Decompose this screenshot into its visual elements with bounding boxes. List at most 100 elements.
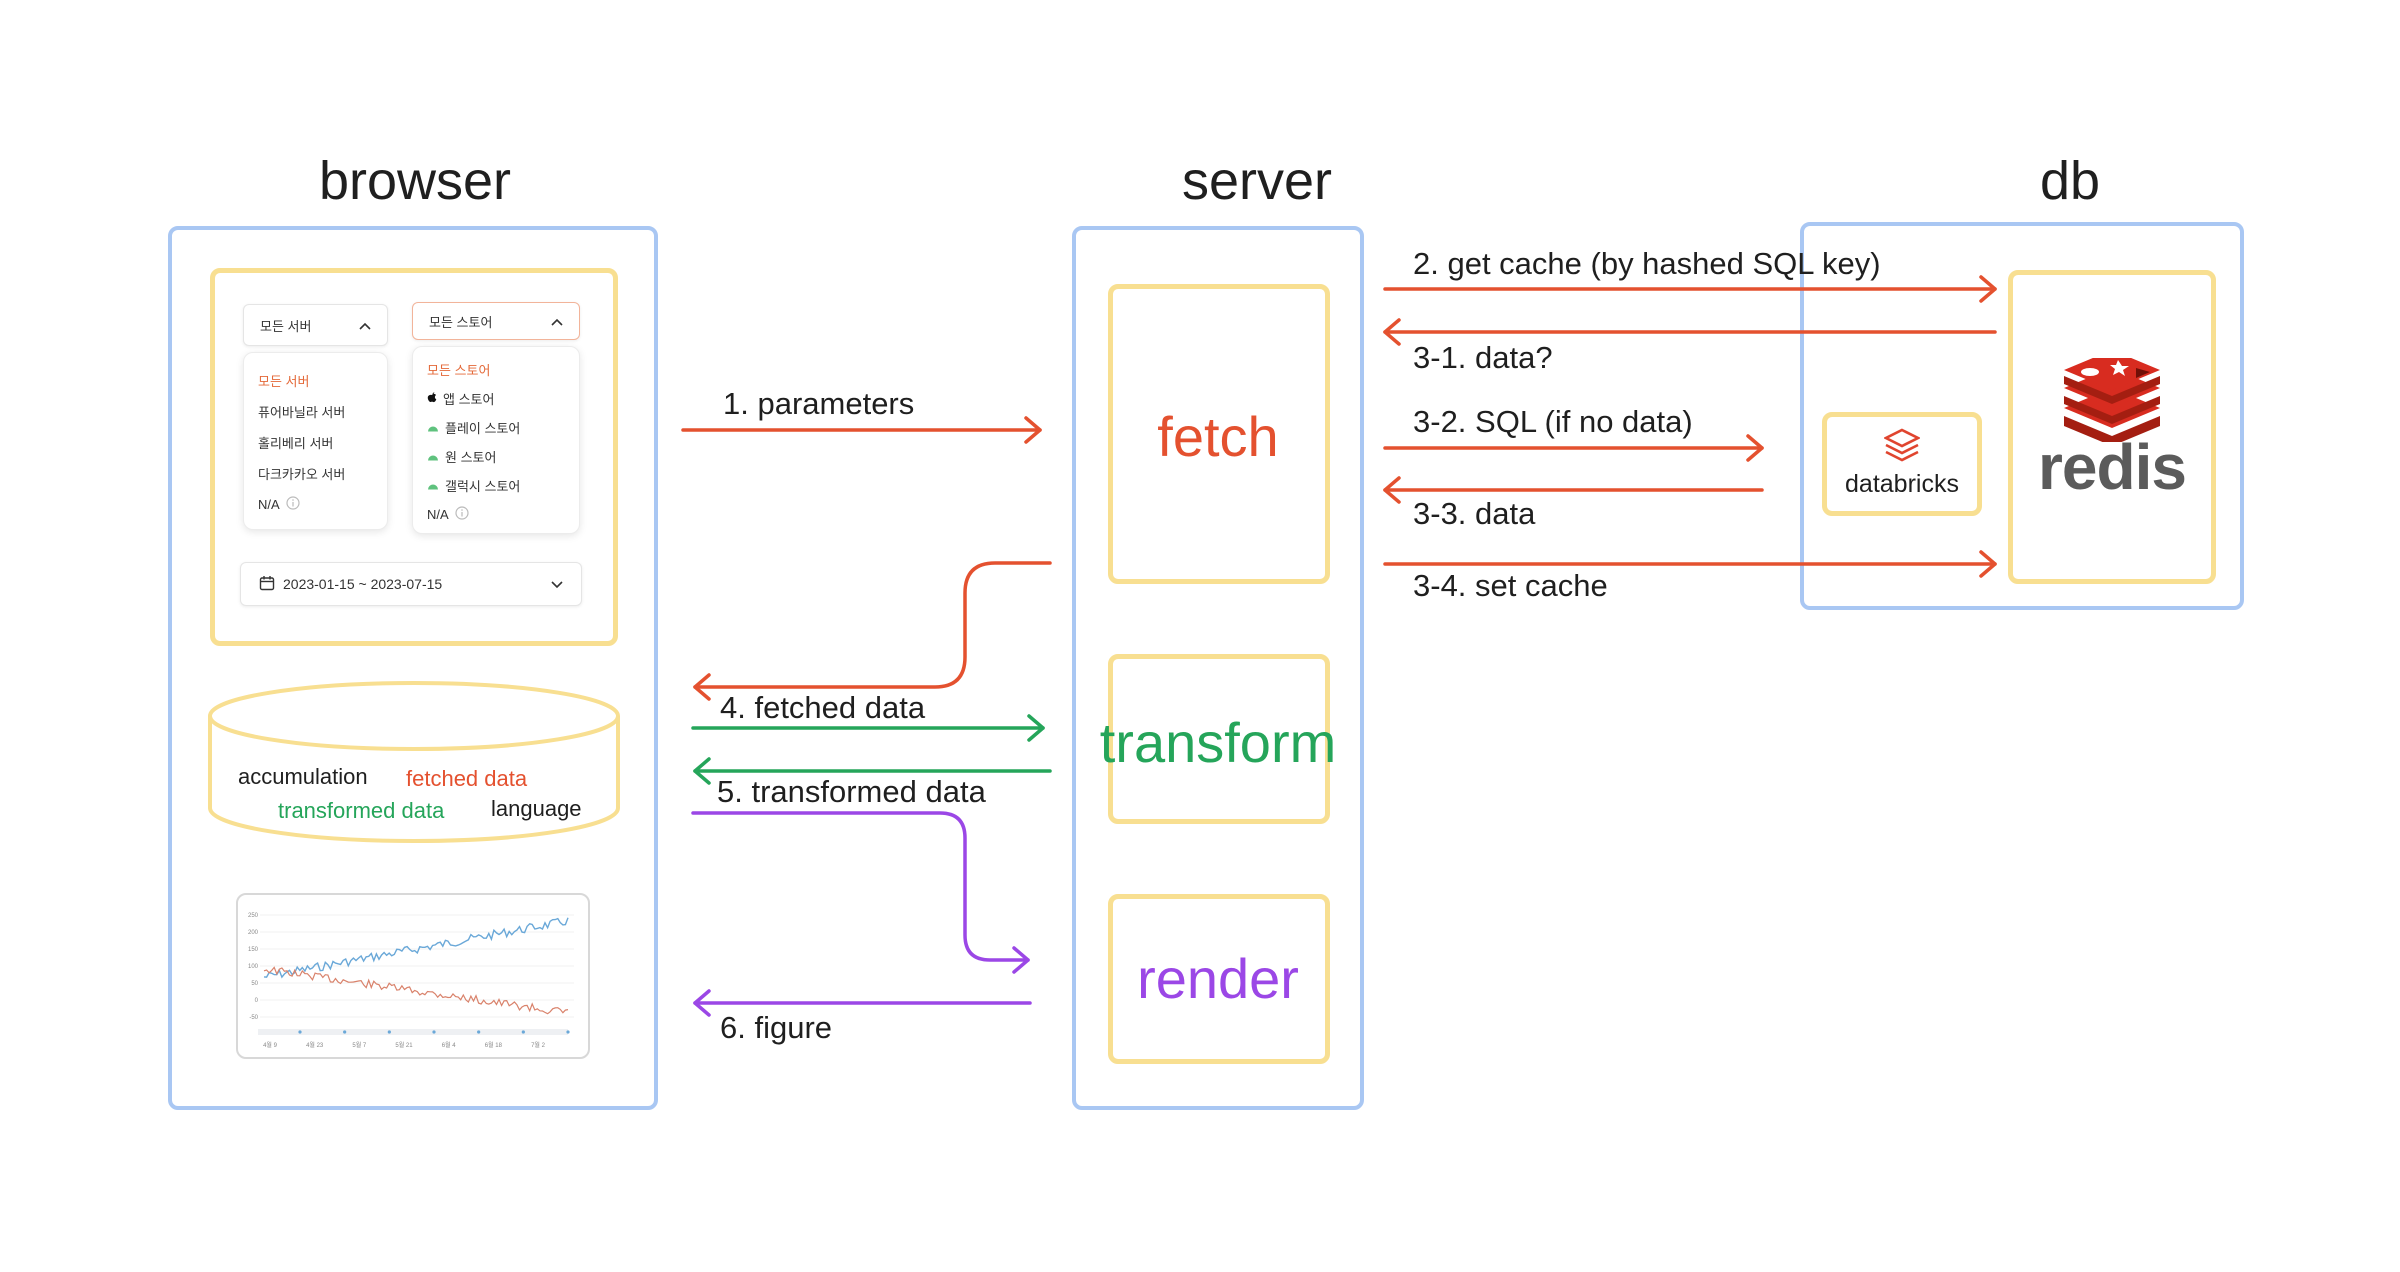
arrow-to-render: [691, 811, 1030, 974]
store-option-play[interactable]: 플레이 스토어: [427, 413, 565, 442]
server-container: [1072, 226, 1364, 1110]
chart-x-marker: [566, 1030, 570, 1034]
chart-x-marker: [521, 1030, 525, 1034]
chart-x-marker: [387, 1030, 391, 1034]
redis-wordmark: redis: [2038, 431, 2187, 503]
chevron-up-icon: [359, 318, 371, 333]
chart-y-tick: 0: [255, 998, 259, 1004]
chart-y-tick: 150: [248, 947, 259, 953]
redis-logo: redis: [2008, 350, 2216, 503]
store-option-label: 갤럭시 스토어: [445, 479, 521, 494]
chart-x-tick: 5월 21: [395, 1041, 413, 1049]
render-label: render: [1137, 947, 1299, 1010]
chevron-down-icon: [551, 577, 563, 592]
chart-y-tick: 100: [248, 964, 259, 970]
transform-box: [1108, 654, 1330, 824]
store-option-label: N/A: [427, 507, 449, 522]
server-dropdown[interactable]: 모든 서버: [243, 304, 388, 346]
android-icon: [427, 449, 439, 464]
label-parameters: 1. parameters: [723, 386, 915, 421]
render-box: [1108, 894, 1330, 1064]
databricks-logo: databricks: [1822, 424, 1982, 504]
databricks-icon: [1884, 428, 1920, 462]
arrow-parameters: [681, 416, 1042, 444]
redis-icon: [2064, 358, 2160, 442]
store-option-label: 원 스토어: [445, 450, 497, 465]
store-option-galaxy[interactable]: 갤럭시 스토어: [427, 471, 565, 500]
server-option[interactable]: 퓨어바닐라 서버: [258, 405, 346, 420]
server-option-na[interactable]: N/A: [258, 489, 373, 520]
fetch-label: fetch: [1157, 405, 1279, 468]
server-option[interactable]: 홀리베리 서버: [258, 436, 334, 451]
storage-accumulation: accumulation: [238, 764, 368, 789]
transform-label: transform: [1099, 711, 1337, 774]
chevron-up-icon: [551, 314, 563, 329]
store-dropdown-menu: 모든 스토어 앱 스토어 플레이 스토어 원 스토어 갤럭시 스토어 N/A: [412, 346, 580, 534]
chart-x-marker: [432, 1030, 436, 1034]
chart-series-line-orange: [263, 966, 569, 1015]
chart-x-marker: [343, 1030, 347, 1034]
arrow-data-check: [1383, 318, 1997, 346]
server-dropdown-menu: 모든 서버 퓨어바닐라 서버 홀리베리 서버 다크카카오 서버 N/A: [243, 352, 388, 530]
android-icon: [427, 478, 439, 493]
calendar-icon: [259, 575, 275, 594]
store-option-one[interactable]: 원 스토어: [427, 442, 565, 471]
chart-y-tick: -50: [249, 1015, 258, 1021]
label-fetched-data: 4. fetched data: [720, 690, 926, 725]
storage-fetched-data: fetched data: [406, 766, 528, 791]
browser-container: [168, 226, 658, 1110]
store-option-na[interactable]: N/A: [427, 500, 565, 529]
arrow-transformed-data: [693, 757, 1052, 785]
arrow-fetched-to-transform: [691, 714, 1045, 742]
chart-x-tick: 4월 23: [306, 1041, 324, 1049]
store-option-app[interactable]: 앱 스토어: [427, 384, 565, 413]
label-figure: 6. figure: [720, 1010, 833, 1045]
storage-transformed-data: transformed data: [278, 798, 445, 823]
chart-x-tick: 6월 4: [442, 1041, 457, 1049]
server-title: server: [1181, 151, 1333, 211]
info-icon: [455, 506, 469, 523]
db-title: db: [2039, 151, 2101, 211]
label-transformed-data: 5. transformed data: [717, 774, 986, 809]
store-option[interactable]: 모든 스토어: [427, 363, 491, 378]
chart-x-tick: 4월 9: [263, 1041, 278, 1049]
label-sql: 3-2. SQL (if no data): [1413, 404, 1693, 439]
chart-y-tick: 50: [251, 981, 258, 987]
android-icon: [427, 420, 439, 435]
info-icon: [286, 496, 300, 513]
storage-cylinder: [208, 681, 620, 843]
label-set-cache: 3-4. set cache: [1413, 568, 1608, 603]
arrow-set-cache: [1383, 550, 1997, 578]
chart-y-tick: 200: [248, 930, 259, 936]
label-get-cache: 2. get cache (by hashed SQL key): [1413, 246, 1881, 281]
chart-x-tick: 6월 18: [485, 1041, 503, 1049]
arrow-sql: [1383, 434, 1764, 462]
chart-y-tick: 250: [248, 913, 259, 919]
store-dropdown-label: 모든 스토어: [429, 314, 493, 330]
chart-x-tick: 7월 2: [531, 1041, 546, 1049]
chart-x-marker: [477, 1030, 481, 1034]
server-option[interactable]: 다크카카오 서버: [258, 467, 346, 482]
date-range-value: 2023-01-15 ~ 2023-07-15: [283, 576, 443, 592]
label-data: 3-3. data: [1413, 496, 1536, 531]
storage-language: language: [491, 796, 582, 821]
apple-icon: [427, 391, 437, 406]
redis-box: [2008, 270, 2216, 584]
store-option-label: 앱 스토어: [443, 392, 495, 407]
browser-title: browser: [318, 151, 512, 211]
server-option[interactable]: 모든 서버: [258, 374, 310, 389]
db-container: [1800, 222, 2244, 610]
store-dropdown[interactable]: 모든 스토어: [412, 302, 580, 340]
arrow-fetched-data: [693, 561, 1052, 701]
filter-panel: [210, 268, 618, 646]
server-dropdown-label: 모든 서버: [260, 318, 312, 334]
arrow-get-cache: [1383, 275, 1997, 303]
databricks-box: [1822, 412, 1982, 516]
arrow-figure: [693, 989, 1032, 1017]
date-range-picker[interactable]: 2023-01-15 ~ 2023-07-15: [240, 562, 582, 606]
server-option-label: N/A: [258, 497, 280, 512]
label-data-check: 3-1. data?: [1413, 340, 1553, 375]
